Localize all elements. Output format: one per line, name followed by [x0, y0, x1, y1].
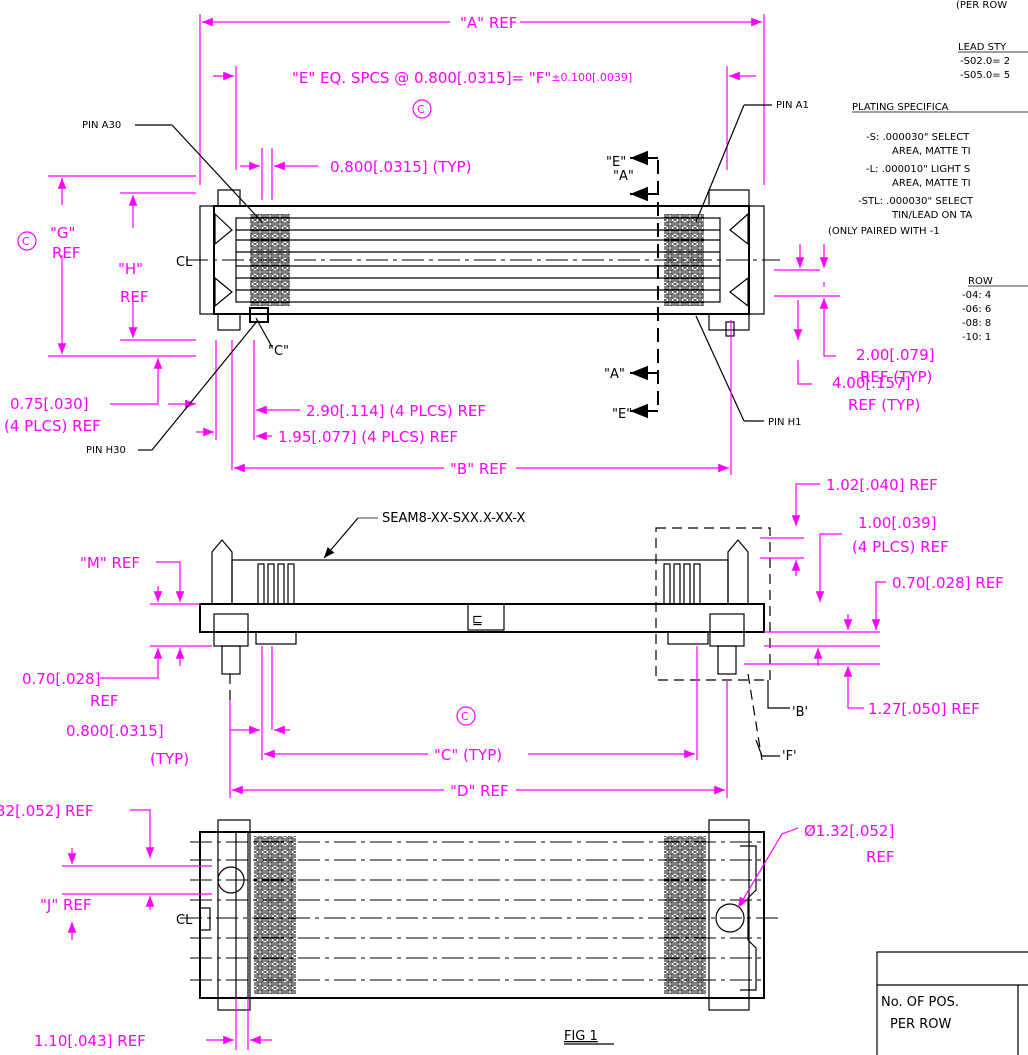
svg-text:⊑: ⊑ — [472, 613, 483, 628]
dim-400: 4.00[.157] — [832, 374, 911, 392]
dim-j: "J" REF — [40, 896, 92, 914]
fig-label: FIG 1 — [564, 1029, 598, 1044]
pin-field-left — [254, 836, 296, 994]
dim-h-ref: REF — [120, 288, 149, 306]
notes: (PER ROW LEAD STY -S02.0= 2 -S05.0= 5 PL… — [828, 0, 1028, 343]
top-view: "A" REF "E" EQ. SPCS @ 0.800[.0315]= "F"… — [4, 14, 935, 478]
dim-102: 1.02[.040] REF — [826, 476, 938, 494]
pin-h30-label: PIN H30 — [86, 445, 126, 456]
svg-text:(ONLY PAIRED WITH -1: (ONLY PAIRED WITH -1 — [828, 226, 940, 237]
dim-e-label: "E" EQ. SPCS @ 0.800[.0315]= "F"±0.100[.… — [292, 69, 632, 87]
pitch-side-typ: (TYP) — [150, 750, 189, 768]
dim-g: "G" — [50, 224, 75, 242]
pins-right — [663, 563, 701, 605]
dim-195: 1.95[.077] (4 PLCS) REF — [278, 428, 458, 446]
dim-132-right: Ø1.32[.052] — [804, 822, 894, 840]
bottom-view: CL 32[.052] REF "J" REF Ø1.32[.052] REF … — [0, 802, 895, 1050]
dim-070-right: 0.70[.028] REF — [892, 574, 1004, 592]
svg-text:-L: .000010" LIGHT S: -L: .000010" LIGHT S — [866, 164, 970, 175]
position-table: No. OF POS. PER ROW — [876, 951, 1028, 1055]
pitch-side: 0.800[.0315] — [66, 722, 164, 740]
svg-text:ROW: ROW — [968, 276, 993, 287]
dim-g-ref: REF — [52, 244, 81, 262]
svg-text:-S: .000030" SELECT: -S: .000030" SELECT — [866, 132, 970, 143]
svg-text:-S02.0= 2: -S02.0= 2 — [960, 56, 1010, 67]
svg-text:LEAD STY: LEAD STY — [958, 42, 1007, 53]
dim-132-right-ref: REF — [866, 848, 895, 866]
svg-text:-STL: .000030" SELECT: -STL: .000030" SELECT — [858, 196, 974, 207]
table-header-2: PER ROW — [890, 1017, 951, 1032]
dim-100-ref: (4 PLCS) REF — [852, 538, 949, 556]
svg-text:"A": "A" — [604, 367, 625, 382]
dim-200-ref: REF (TYP) — [860, 368, 932, 386]
dim-b-label: "B" REF — [450, 460, 507, 478]
dim-a-label: "A" REF — [460, 14, 517, 32]
dim-200: 2.00[.079] — [856, 346, 935, 364]
pitch-typ-label: 0.800[.0315] (TYP) — [330, 158, 471, 176]
svg-text:C: C — [22, 235, 30, 248]
dim-075: 0.75[.030] — [10, 395, 89, 413]
dim-290: 2.90[.114] (4 PLCS) REF — [306, 402, 486, 420]
side-view: SEAM8-XX-SXX.X-XX-X ⊑ — [22, 476, 1004, 800]
dim-075-ref: (4 PLCS) REF — [4, 417, 101, 435]
dim-c-label: "C" — [268, 344, 289, 359]
dim-d: "D" REF — [450, 782, 509, 800]
critical-dimension-icon — [412, 99, 432, 119]
svg-text:-10: 1: -10: 1 — [962, 332, 991, 343]
svg-text:-04: 4: -04: 4 — [962, 290, 991, 301]
svg-text:"E": "E" — [606, 155, 626, 170]
svg-text:"A": "A" — [613, 169, 634, 184]
svg-text:(PER ROW: (PER ROW — [956, 0, 1007, 11]
svg-text:-S05.0= 5: -S05.0= 5 — [960, 70, 1010, 81]
dim-h: "H" — [118, 260, 143, 278]
svg-text:C: C — [461, 710, 469, 723]
detail-f: 'F' — [782, 749, 797, 764]
dim-m: "M" REF — [80, 554, 140, 572]
dim-132-left: 32[.052] REF — [0, 802, 94, 820]
dim-127: 1.27[.050] REF — [868, 700, 980, 718]
dim-c-typ: "C" (TYP) — [434, 746, 502, 764]
pin-h1-label: PIN H1 — [768, 417, 802, 428]
svg-text:-06: 6: -06: 6 — [962, 304, 991, 315]
dim-070-left: 0.70[.028] — [22, 670, 101, 688]
svg-text:C: C — [417, 103, 425, 116]
pins-left — [257, 563, 295, 605]
part-number: SEAM8-XX-SXX.X-XX-X — [382, 511, 525, 526]
svg-text:CL: CL — [176, 255, 193, 270]
pin-field-right — [664, 836, 706, 994]
dim-070-left-ref: REF — [90, 692, 119, 710]
detail-b: 'B' — [792, 705, 808, 720]
dim-100: 1.00[.039] — [858, 514, 937, 532]
svg-text:"E": "E" — [612, 407, 632, 422]
svg-text:-08: 8: -08: 8 — [962, 318, 991, 329]
critical-dimension-icon — [17, 231, 37, 251]
pin-a1-label: PIN A1 — [776, 100, 809, 111]
svg-text:TIN/LEAD ON TA: TIN/LEAD ON TA — [891, 210, 972, 221]
table-header-1: No. OF POS. — [881, 995, 959, 1010]
dim-110: 1.10[.043] REF — [34, 1032, 146, 1050]
pin-a30-label: PIN A30 — [82, 120, 121, 131]
svg-text:CL: CL — [176, 913, 193, 928]
dim-400-ref: REF (TYP) — [848, 396, 920, 414]
svg-text:AREA, MATTE TI: AREA, MATTE TI — [892, 146, 971, 157]
critical-dimension-icon — [456, 706, 476, 726]
svg-text:AREA, MATTE TI: AREA, MATTE TI — [892, 178, 971, 189]
svg-text:PLATING SPECIFICA: PLATING SPECIFICA — [852, 102, 949, 113]
